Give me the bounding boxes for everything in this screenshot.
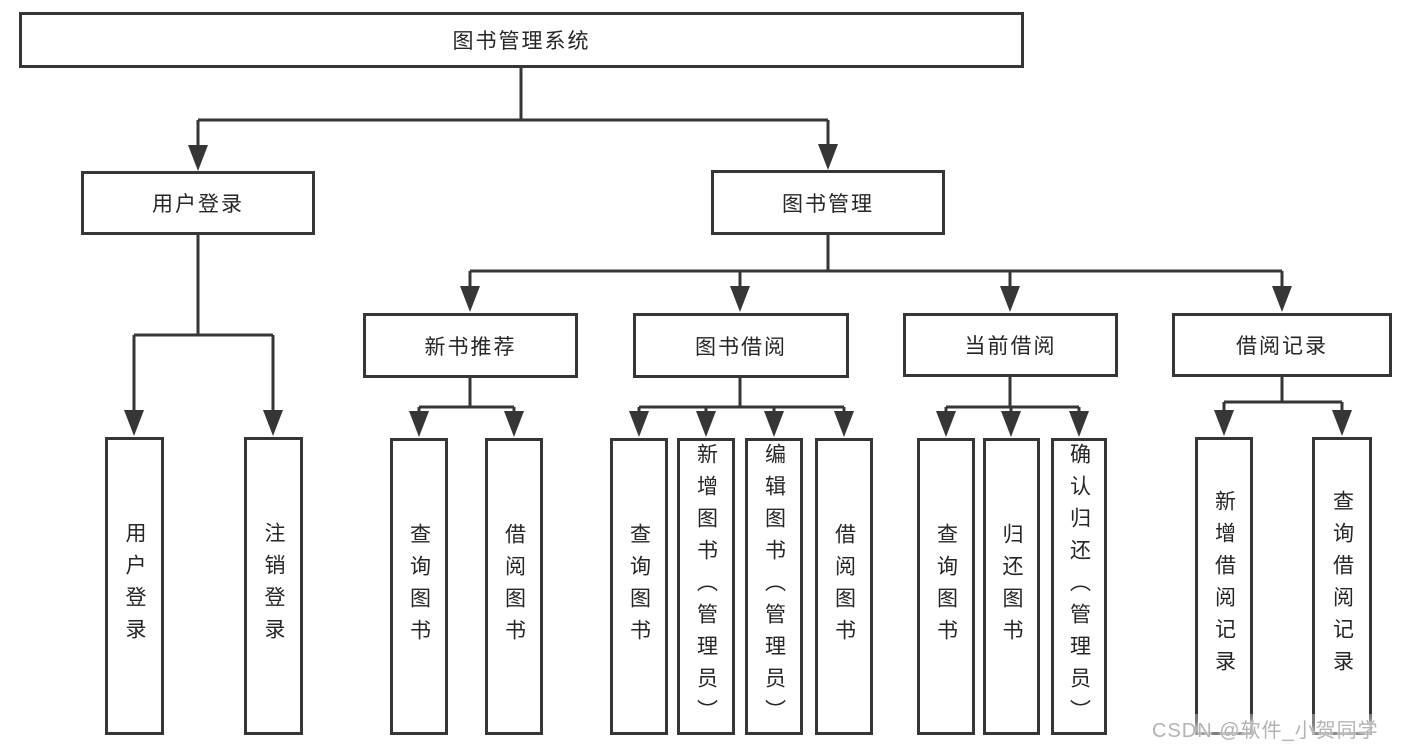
node-user-login: 用户登录 <box>81 171 315 235</box>
connector-user-login <box>132 234 275 413</box>
leaf-newrec-borrow-books: 借阅图书 <box>485 438 543 735</box>
node-book-management: 图书管理 <box>711 170 945 235</box>
leaf-records-query-record: 查询借阅记录 <box>1312 437 1372 735</box>
node-root: 图书管理系统 <box>19 12 1024 68</box>
connector-book-mgmt <box>468 234 1284 289</box>
leaf-user-login: 用户登录 <box>105 437 164 735</box>
leaf-current-query-books: 查询图书 <box>917 438 975 735</box>
watermark: CSDN @软件_小贺同学 <box>1152 714 1379 743</box>
leaf-borrow-add-books-admin: 新增图书（管理员） <box>677 438 735 735</box>
node-book-borrowing: 图书借阅 <box>633 313 849 378</box>
node-borrowing-records: 借阅记录 <box>1172 313 1392 377</box>
leaf-newrec-query-books: 查询图书 <box>390 438 448 735</box>
leaf-borrow-borrow-books: 借阅图书 <box>815 438 873 735</box>
leaf-borrow-edit-books-admin: 编辑图书（管理员） <box>745 438 803 735</box>
leaf-logout: 注销登录 <box>244 437 303 735</box>
leaf-current-confirm-return-admin: 确认归还（管理员） <box>1051 438 1107 735</box>
arrowheads <box>124 144 1352 437</box>
connector-root <box>196 67 830 148</box>
leaf-records-add-record: 新增借阅记录 <box>1195 437 1253 735</box>
node-current-borrowing: 当前借阅 <box>903 313 1118 377</box>
connector-current-borrowing <box>944 377 1081 414</box>
leaf-borrow-query-books: 查询图书 <box>610 438 668 735</box>
connector-borrowing-records <box>1222 377 1344 412</box>
leaf-current-return-books: 归还图书 <box>983 438 1040 735</box>
connector-new-book-recommend <box>417 377 516 414</box>
node-new-book-recommend: 新书推荐 <box>363 313 578 378</box>
connector-book-borrowing <box>637 377 846 414</box>
